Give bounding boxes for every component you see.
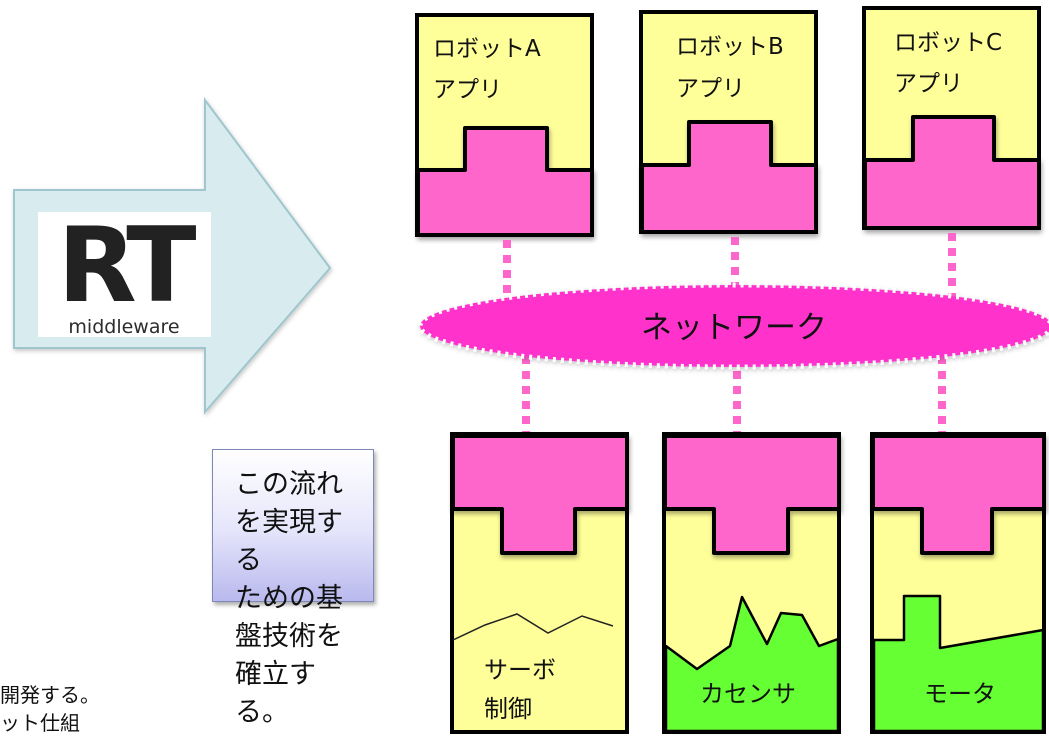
application-layer: ロボットA アプリ ロボットB アプリ ロボットC アプリ bbox=[415, 6, 1041, 237]
device-component bbox=[451, 434, 629, 555]
application-label-line1: ロボットB bbox=[676, 34, 784, 60]
rt-middleware-arrow: RT middleware bbox=[13, 96, 332, 415]
device-label-line1: モータ bbox=[924, 680, 996, 708]
device-layer: サーボ 制御 カセンサ モータ bbox=[450, 432, 1046, 734]
application-component bbox=[640, 120, 818, 234]
device-module-force-sensor: カセンサ bbox=[662, 432, 841, 734]
rt-logo-mark: RT bbox=[58, 206, 203, 326]
device-component bbox=[871, 434, 1046, 555]
device-module-servo: サーボ 制御 bbox=[450, 432, 629, 734]
partial-left-text: 開発する。 ット仕組 bbox=[0, 683, 100, 735]
application-module-b: ロボットB アプリ bbox=[639, 10, 818, 234]
device-label-line1: カセンサ bbox=[700, 680, 796, 708]
application-module-a: ロボットA アプリ bbox=[415, 13, 594, 237]
application-label-line2: アプリ bbox=[676, 76, 745, 102]
network-bus: ネットワーク bbox=[417, 282, 1049, 370]
middleware-logo-label: middleware bbox=[68, 316, 179, 338]
application-component bbox=[416, 126, 594, 237]
application-module-c: ロボットC アプリ bbox=[862, 6, 1041, 230]
device-label-line2: 制御 bbox=[484, 695, 532, 723]
application-component bbox=[863, 115, 1041, 230]
application-label-line1: ロボットA bbox=[433, 36, 541, 62]
application-label-line2: アプリ bbox=[433, 77, 502, 103]
force-sensor-peak-icon bbox=[664, 595, 840, 733]
rt-logo-text: RT bbox=[58, 206, 197, 326]
foundation-note: この流れを実現する ための基盤技術を 確立する。 bbox=[212, 449, 374, 728]
network-label: ネットワーク bbox=[641, 310, 827, 346]
application-label-line2: アプリ bbox=[894, 71, 963, 97]
device-module-motor: モータ bbox=[870, 432, 1046, 734]
motor-step-icon bbox=[872, 594, 1045, 733]
application-label-line1: ロボットC bbox=[894, 30, 1002, 56]
servo-line-icon bbox=[452, 613, 614, 641]
network-ellipse bbox=[417, 282, 1049, 370]
rt-logo-box bbox=[38, 212, 211, 337]
device-label-line1: サーボ bbox=[484, 656, 556, 684]
device-component bbox=[663, 434, 841, 555]
